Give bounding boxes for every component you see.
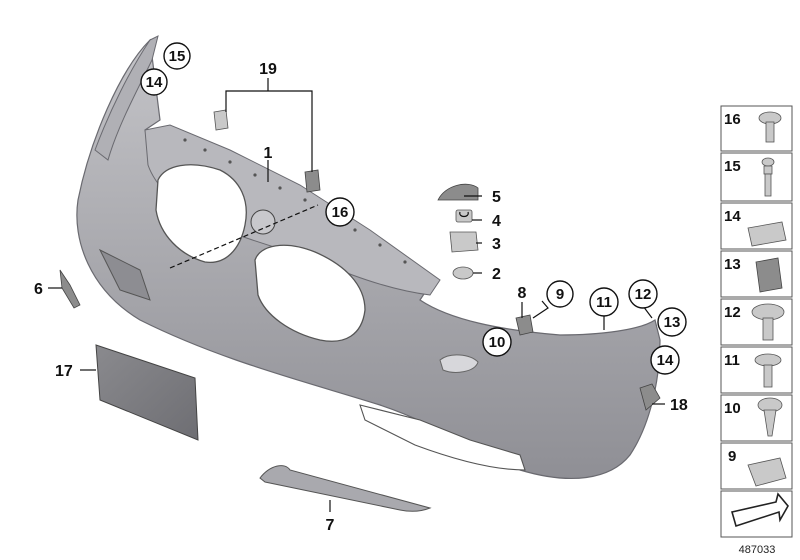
trim-strip — [259, 465, 432, 512]
fastener-panel: 16 15 14 13 12 11 — [720, 105, 793, 538]
mounting-bracket — [515, 314, 534, 336]
callout-15: 15 — [163, 42, 191, 70]
front-bumper-illustration — [76, 35, 661, 479]
callout-9: 9 — [546, 280, 574, 308]
callout-13: 13 — [657, 307, 687, 337]
callout-14-top: 14 — [140, 68, 168, 96]
callout-12: 12 — [628, 279, 658, 309]
holder-clip — [452, 266, 474, 280]
callout-19: 19 — [259, 61, 277, 78]
clip-upper — [213, 109, 229, 131]
callout-5: 5 — [492, 189, 501, 206]
panel-label-9: 9 — [728, 448, 736, 465]
svg-text:13: 13 — [664, 314, 681, 331]
callout-18: 18 — [670, 397, 688, 414]
panel-label-13: 13 — [724, 256, 741, 273]
panel-label-12: 12 — [724, 304, 741, 321]
callout-6: 6 — [34, 281, 43, 298]
svg-text:11: 11 — [596, 294, 612, 311]
svg-text:14: 14 — [146, 74, 163, 91]
bumper-sensor-hole — [250, 209, 276, 235]
callout-11: 11 — [589, 287, 619, 317]
grille-opening-right — [254, 244, 366, 342]
license-plate-base — [95, 344, 199, 441]
callout-17: 17 — [55, 363, 73, 380]
lower-intake-center — [359, 404, 526, 471]
expanding-rivet-11-icon — [754, 353, 782, 388]
clip-lower — [304, 169, 321, 193]
grille-opening-left — [155, 164, 247, 263]
svg-text:15: 15 — [169, 48, 186, 65]
callout-10: 10 — [482, 327, 512, 357]
callout-7: 7 — [326, 517, 335, 534]
side-bracket — [59, 269, 81, 309]
side-trim-bracket — [639, 383, 661, 411]
panel-label-15: 15 — [724, 158, 741, 175]
callout-2: 2 — [492, 266, 501, 283]
leader-lines — [48, 78, 665, 512]
fog-light-recess — [439, 354, 479, 373]
bolt-15-icon — [761, 157, 775, 197]
towing-eye-cover — [437, 183, 479, 201]
callout-3: 3 — [492, 236, 501, 253]
callout-14-right: 14 — [650, 345, 680, 375]
spring-nut-9-icon — [747, 457, 787, 487]
panel-label-16: 16 — [724, 111, 741, 128]
cover-holder — [449, 231, 479, 253]
panel-label-14: 14 — [724, 208, 741, 225]
lower-intake-left — [98, 248, 151, 301]
expanding-rivet-12-icon — [751, 303, 785, 341]
direction-arrow-icon — [730, 492, 789, 528]
callout-1: 1 — [264, 145, 273, 162]
svg-text:12: 12 — [635, 286, 652, 303]
screw-10-icon — [757, 397, 783, 437]
svg-text:10: 10 — [489, 334, 506, 351]
panel-label-10: 10 — [724, 400, 741, 417]
svg-text:9: 9 — [556, 286, 564, 303]
callout-16: 16 — [325, 197, 355, 227]
screw-16-icon — [758, 111, 782, 143]
svg-text:14: 14 — [657, 352, 674, 369]
svg-text:16: 16 — [332, 204, 349, 221]
reference-number: 487033 — [739, 544, 776, 556]
callout-4: 4 — [492, 213, 501, 230]
nut-13-icon — [755, 257, 783, 293]
panel-label-11: 11 — [724, 352, 740, 369]
callout-8: 8 — [518, 285, 527, 302]
spring-clip — [455, 209, 473, 223]
nut-clip-14-icon — [747, 221, 787, 247]
